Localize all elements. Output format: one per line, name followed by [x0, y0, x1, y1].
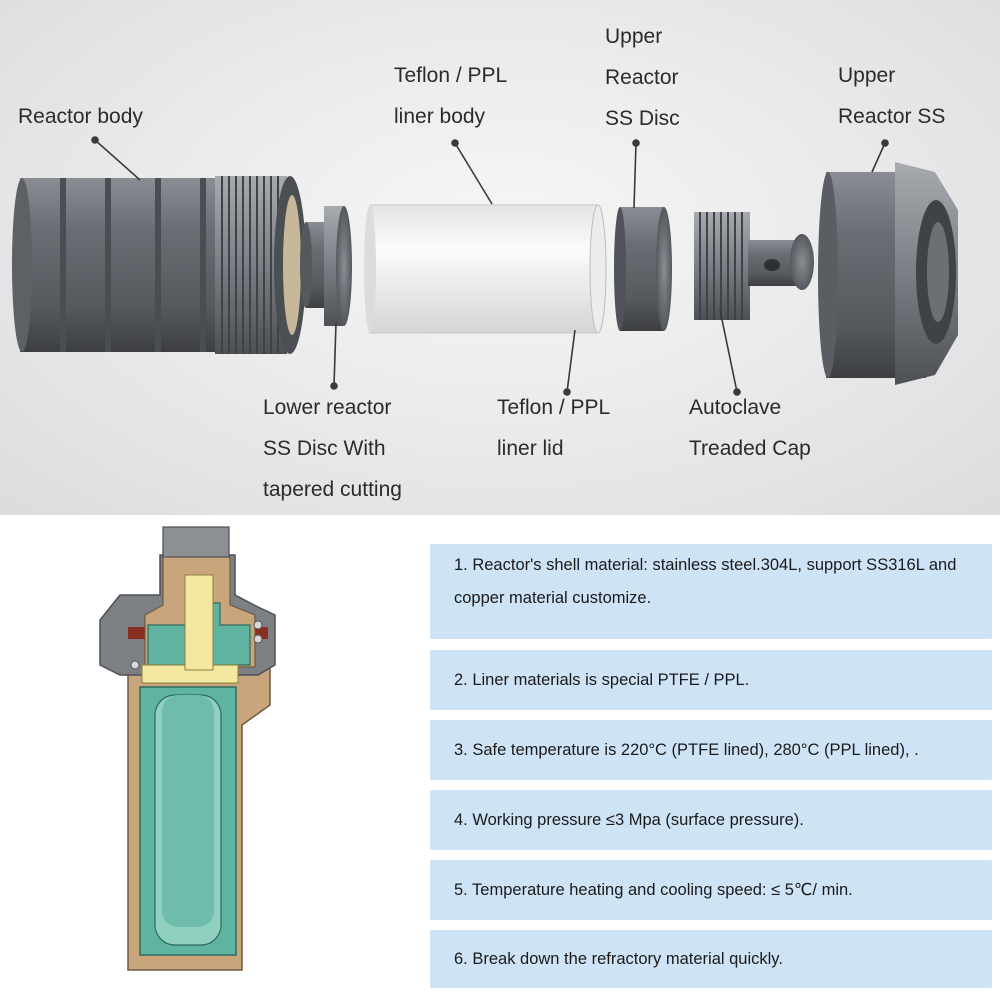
feature-item-4: 4. Working pressure ≤3 Mpa (surface pres… [430, 790, 992, 850]
leader-lines [91, 136, 889, 396]
liner-body-part [364, 204, 607, 334]
feature-item-6: 6. Break down the refractory material qu… [430, 930, 992, 988]
reactor-body-part [12, 176, 306, 354]
exploded-parts-drawing [12, 136, 958, 396]
feature-item-3: 3. Safe temperature is 220°C (PTFE lined… [430, 720, 992, 780]
upper-reactor-ss-part [818, 162, 958, 385]
threaded-cap-part [694, 212, 814, 320]
details-section: 1. Reactor's shell material: stainless s… [0, 515, 1000, 1000]
cross-section-drawing [99, 526, 276, 971]
feature-item-2: 2. Liner materials is special PTFE / PPL… [430, 650, 992, 710]
label-reactor-body: Reactor body [18, 105, 143, 128]
feature-item-1: 1. Reactor's shell material: stainless s… [430, 544, 992, 639]
lower-disc-part [300, 206, 352, 326]
upper-disc-part [614, 207, 672, 331]
feature-item-5: 5. Temperature heating and cooling speed… [430, 860, 992, 920]
